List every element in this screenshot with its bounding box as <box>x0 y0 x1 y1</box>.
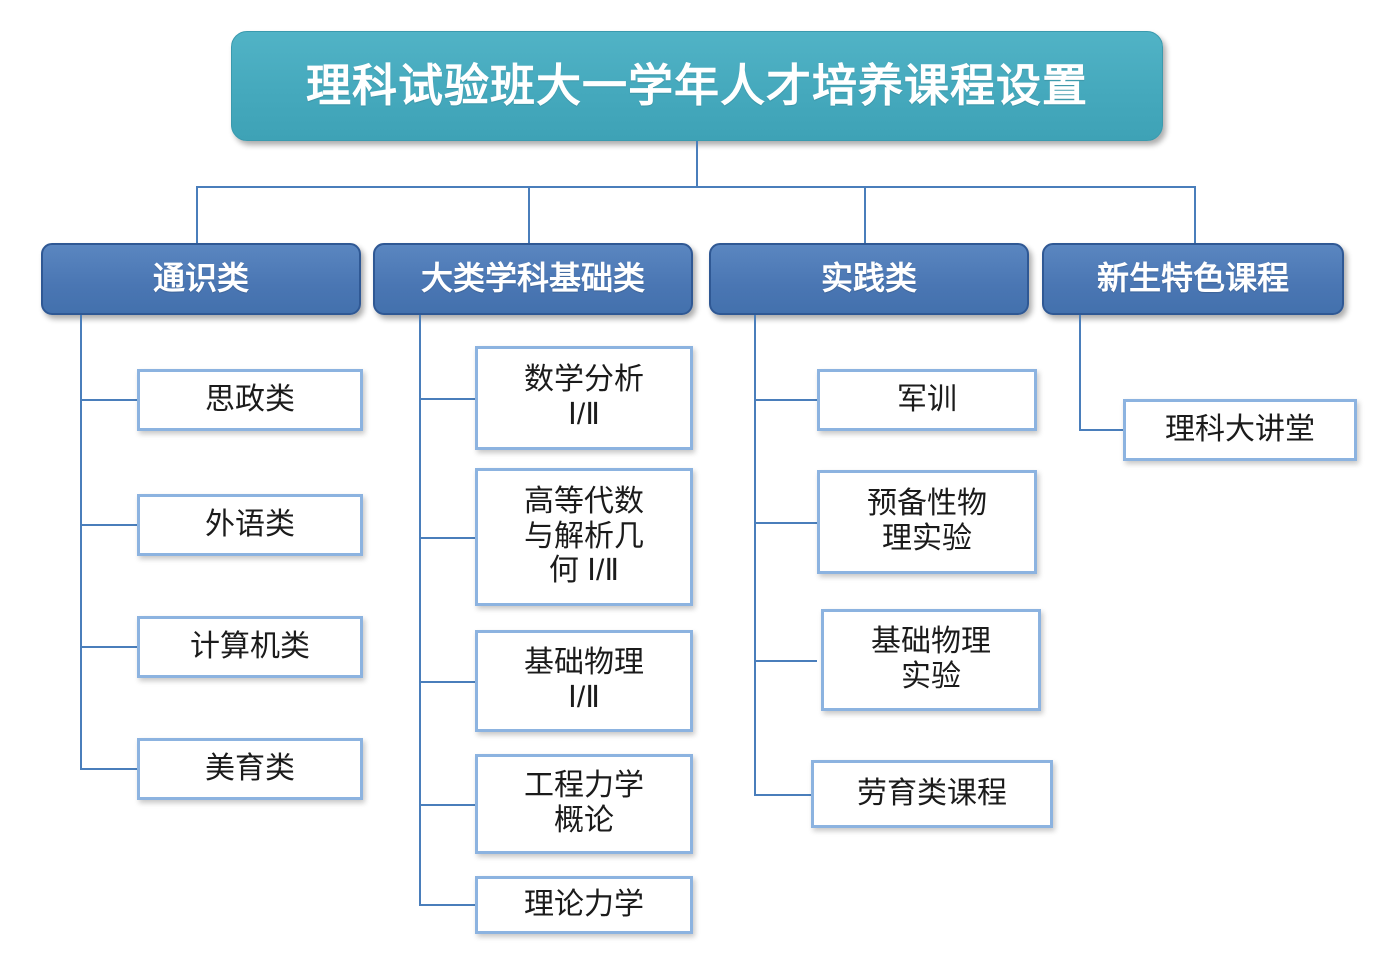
connector-distribution-bus <box>196 186 1196 188</box>
leaf-label-3-4: 劳育类课程 <box>857 776 1007 810</box>
page-title: 理科试验班大一学年人才培养课程设置 <box>305 60 1088 112</box>
connector-root-stem <box>696 141 698 187</box>
leaf-label-1-1: 思政类 <box>205 382 295 416</box>
branch-2-3 <box>419 681 475 683</box>
leaf-box-3-1[interactable]: 军训 <box>817 369 1037 431</box>
branch-3-3 <box>754 660 817 662</box>
trunk-category-2 <box>419 315 421 906</box>
leaf-box-2-2[interactable]: 高等代数 与解析几 何 Ⅰ/Ⅱ <box>475 468 693 606</box>
connector-drop-3 <box>864 186 866 243</box>
branch-4-1 <box>1079 429 1123 431</box>
leaf-box-3-3[interactable]: 基础物理 实验 <box>821 609 1041 711</box>
leaf-box-1-4[interactable]: 美育类 <box>137 738 363 800</box>
leaf-box-3-2[interactable]: 预备性物 理实验 <box>817 470 1037 574</box>
branch-2-1 <box>419 398 475 400</box>
connector-drop-2 <box>528 186 530 243</box>
leaf-label-1-3: 计算机类 <box>190 629 310 663</box>
category-label-4: 新生特色课程 <box>1096 260 1289 297</box>
trunk-category-1 <box>80 315 82 770</box>
category-box-4[interactable]: 新生特色课程 <box>1042 243 1344 315</box>
branch-3-1 <box>754 399 817 401</box>
category-box-3[interactable]: 实践类 <box>709 243 1029 315</box>
branch-2-5 <box>419 904 475 906</box>
leaf-label-4-1: 理科大讲堂 <box>1165 412 1315 446</box>
leaf-label-1-2: 外语类 <box>205 507 295 541</box>
leaf-box-3-4[interactable]: 劳育类课程 <box>811 760 1053 828</box>
leaf-label-2-5: 理论力学 <box>524 887 644 921</box>
leaf-box-1-3[interactable]: 计算机类 <box>137 616 363 678</box>
leaf-box-2-3[interactable]: 基础物理 Ⅰ/Ⅱ <box>475 630 693 732</box>
leaf-label-2-1: 数学分析 Ⅰ/Ⅱ <box>524 363 644 431</box>
trunk-category-4 <box>1079 315 1081 430</box>
branch-1-2 <box>80 524 137 526</box>
category-label-2: 大类学科基础类 <box>420 260 645 297</box>
category-box-1[interactable]: 通识类 <box>41 243 361 315</box>
leaf-box-1-1[interactable]: 思政类 <box>137 369 363 431</box>
category-label-3: 实践类 <box>820 260 917 297</box>
branch-3-2 <box>754 522 817 524</box>
branch-3-4 <box>754 794 811 796</box>
leaf-box-1-2[interactable]: 外语类 <box>137 494 363 556</box>
connector-drop-4 <box>1194 186 1196 243</box>
leaf-box-2-1[interactable]: 数学分析 Ⅰ/Ⅱ <box>475 346 693 450</box>
leaf-box-2-5[interactable]: 理论力学 <box>475 876 693 934</box>
leaf-label-2-2: 高等代数 与解析几 何 Ⅰ/Ⅱ <box>524 484 644 588</box>
branch-2-4 <box>419 804 475 806</box>
category-box-2[interactable]: 大类学科基础类 <box>373 243 693 315</box>
root-title-box: 理科试验班大一学年人才培养课程设置 <box>231 31 1163 141</box>
branch-1-1 <box>80 399 137 401</box>
leaf-box-2-4[interactable]: 工程力学 概论 <box>475 754 693 854</box>
branch-2-2 <box>419 537 475 539</box>
leaf-label-1-4: 美育类 <box>205 751 295 785</box>
leaf-box-4-1[interactable]: 理科大讲堂 <box>1123 399 1357 461</box>
leaf-label-2-4: 工程力学 概论 <box>524 769 644 837</box>
leaf-label-3-1: 军训 <box>897 382 957 416</box>
leaf-label-3-2: 预备性物 理实验 <box>867 487 987 555</box>
connector-drop-1 <box>196 186 198 243</box>
category-label-1: 通识类 <box>152 260 249 297</box>
branch-1-3 <box>80 646 137 648</box>
leaf-label-2-3: 基础物理 Ⅰ/Ⅱ <box>524 646 644 714</box>
branch-1-4 <box>80 768 137 770</box>
trunk-category-3 <box>754 315 756 796</box>
leaf-label-3-3: 基础物理 实验 <box>871 625 991 693</box>
